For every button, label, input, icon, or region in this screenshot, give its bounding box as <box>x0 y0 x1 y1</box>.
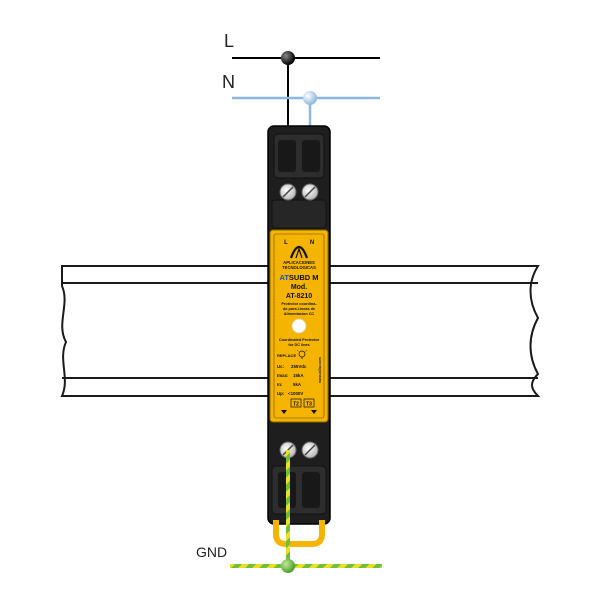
description-en-1: Coordinated Protector <box>279 338 320 342</box>
spec-uc-value: 255Vdc <box>291 364 307 369</box>
terminal-n-marking: N <box>310 240 314 246</box>
arrow-down-icon <box>311 410 317 414</box>
neutral-label: N <box>222 72 235 92</box>
line-label: L <box>224 31 234 51</box>
spec-imax-value: 15kA <box>293 373 304 378</box>
mod-label: Mod. <box>291 284 307 291</box>
spec-up-value: <1000V <box>288 391 303 396</box>
description-es-1: Protector coordina- <box>281 302 317 306</box>
neutral-junction <box>303 91 317 105</box>
terminal-l-marking: L <box>284 240 288 246</box>
description-en-2: for DC lines <box>288 343 309 347</box>
class-t2-badge: T2 <box>293 402 299 408</box>
class-t3-badge: T3 <box>306 402 312 408</box>
description-es-3: Alimentacion CC <box>284 312 315 316</box>
replace-label: REPLACE <box>277 353 296 358</box>
spec-in-label: In: <box>277 382 283 387</box>
description-es-2: do para Lineas de <box>283 307 315 311</box>
arrow-down-icon <box>281 410 287 414</box>
spec-up-label: Up: <box>277 391 285 396</box>
product-name: ATSUBD M <box>279 273 318 282</box>
status-window <box>291 318 307 334</box>
din-clip[interactable] <box>273 520 325 547</box>
surge-protector <box>267 125 331 547</box>
brand-line2: TECNOLOGICAS <box>282 265 316 270</box>
ground-label: GND <box>196 544 227 560</box>
lightbulb-icon <box>296 349 308 359</box>
spec-imax-label: Imax: <box>277 373 289 378</box>
device-label-panel: L N APLICACIONES TECNOLOGICAS ATSUBD M M… <box>279 240 320 347</box>
ground-wire <box>230 450 382 573</box>
spec-in-value: 5kA <box>293 382 302 387</box>
brand-logo-icon <box>289 245 309 259</box>
device-specs: REPLACE Uc: 255Vdc Imax: 15kA In: 5kA Up… <box>277 349 322 414</box>
line-junction <box>281 51 295 65</box>
side-url: www.at3w.com <box>318 357 322 384</box>
brand-line1: APLICACIONES <box>283 260 315 265</box>
ground-junction <box>281 559 295 573</box>
spec-uc-label: Uc: <box>277 364 285 369</box>
model-code: AT-8210 <box>286 293 312 300</box>
